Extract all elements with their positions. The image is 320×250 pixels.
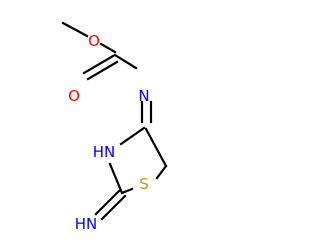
bond-ester-oxygen-carbonyl [99,42,117,54]
imine-nitrogen-label: N [138,87,149,105]
bond-n3-c4 [119,126,146,146]
bond-carbonyl-double-1 [82,54,115,75]
ring-sulfur-label: S [139,175,149,193]
bond-carbonyl-double-2 [86,60,119,81]
bonds [61,21,168,221]
bond-carbonyl-imine-nitrogen [113,53,138,70]
bond-exo-imine-double-2 [100,194,127,221]
molecule-structure: O O N HN S HN [61,21,168,233]
ester-oxygen-label: O [88,32,100,50]
bond-c4-c5 [144,127,168,168]
bond-sulfur-c2 [120,187,134,195]
bond-c5-sulfur [155,164,168,180]
exocyclic-imine-label: HN [75,215,98,233]
bond-c2-n3 [108,162,124,195]
molecule-canvas: O O N HN S HN [61,21,168,233]
bond-methyl-ester-oxygen [61,21,89,38]
atoms: O O N HN S HN [68,32,150,233]
bond-exo-imine-double-1 [94,189,121,216]
carbonyl-oxygen-label: O [68,87,80,105]
ring-nitrogen-label: HN [93,143,116,161]
